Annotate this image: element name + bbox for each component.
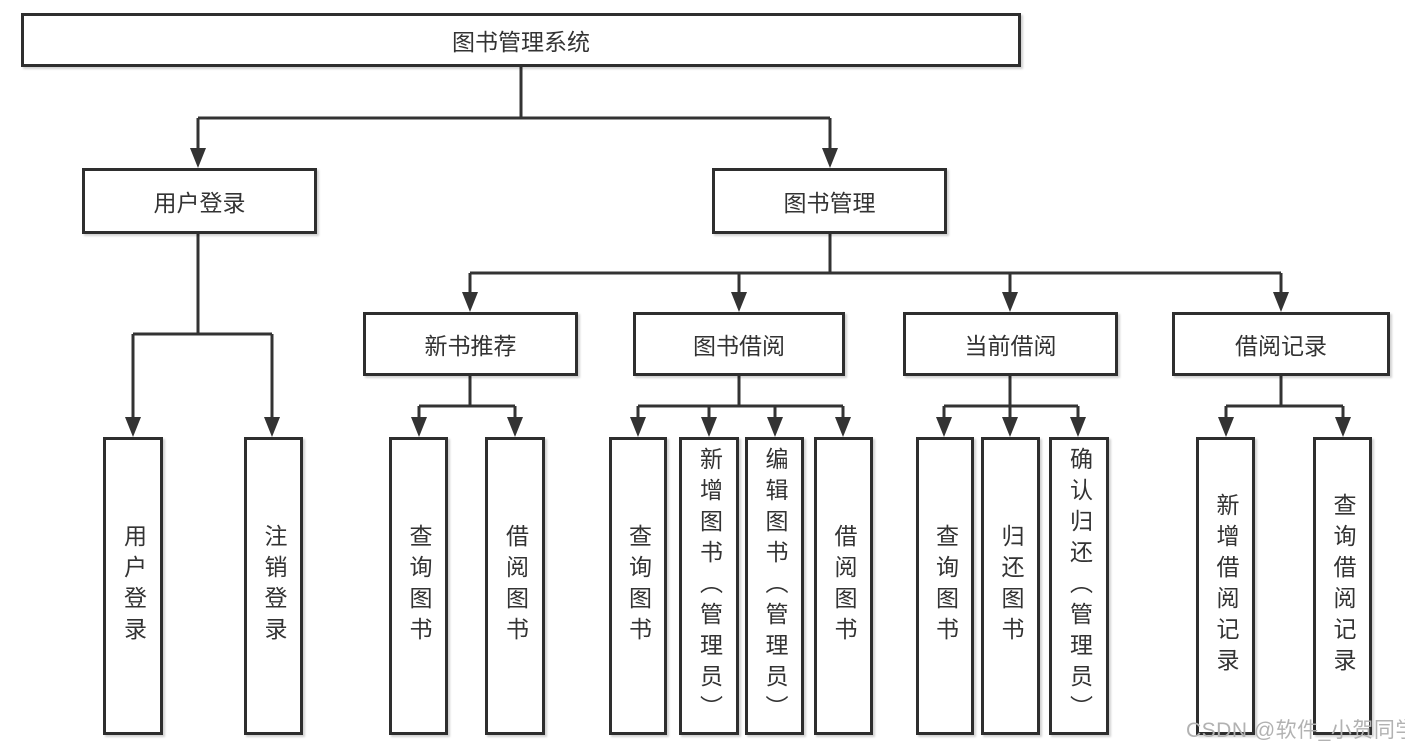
arrow-down-icon: [462, 292, 478, 312]
node-root-library-system: 图书管理系统: [21, 13, 1021, 67]
arrow-down-icon: [1273, 292, 1289, 312]
arrow-down-icon: [1070, 417, 1086, 437]
leaf-label: 查询图书: [625, 524, 652, 648]
leaf-label: 确认归还（管理员）: [1066, 446, 1093, 726]
leaf-label: 查询借阅记录: [1330, 493, 1356, 679]
arrow-down-icon: [264, 417, 280, 437]
node-label: 新书推荐: [424, 333, 517, 359]
leaf-records-query-record: 查询借阅记录: [1313, 437, 1372, 735]
leaf-label: 用户登录: [120, 524, 147, 648]
leaf-label: 借阅图书: [831, 524, 857, 648]
leaf-current-return-books: 归还图书: [981, 437, 1040, 735]
leaf-borrow-add-books-admin: 新增图书（管理员）: [679, 437, 739, 735]
arrow-down-icon: [1335, 417, 1351, 437]
leaf-borrow-query-books: 查询图书: [609, 437, 667, 735]
node-book-management: 图书管理: [712, 168, 947, 234]
leaf-label: 新增借阅记录: [1213, 493, 1239, 679]
leaf-label: 注销登录: [261, 524, 287, 648]
node-label: 当前借阅: [964, 333, 1057, 359]
arrow-down-icon: [936, 417, 952, 437]
leaf-logout: 注销登录: [244, 437, 303, 735]
arrow-down-icon: [835, 417, 851, 437]
arrow-down-icon: [731, 292, 747, 312]
arrow-down-icon: [701, 417, 717, 437]
node-label: 图书借阅: [693, 333, 785, 359]
arrow-down-icon: [767, 417, 783, 437]
leaf-label: 查询图书: [932, 524, 959, 648]
node-label: 借阅记录: [1235, 333, 1327, 359]
node-book-borrow: 图书借阅: [633, 312, 845, 376]
node-user-login: 用户登录: [82, 168, 317, 234]
leaf-label: 借阅图书: [502, 524, 529, 648]
arrowheads: [125, 148, 1351, 437]
arrow-down-icon: [507, 417, 523, 437]
leaf-recommend-borrow-books: 借阅图书: [485, 437, 545, 735]
node-label: 图书管理: [783, 190, 876, 216]
arrow-down-icon: [190, 148, 206, 168]
leaf-records-add-record: 新增借阅记录: [1196, 437, 1255, 735]
leaf-label: 编辑图书（管理员）: [762, 446, 788, 726]
node-new-book-recommend: 新书推荐: [363, 312, 578, 376]
leaf-current-query-books: 查询图书: [916, 437, 974, 735]
connector-lines: [131, 66, 1345, 420]
arrow-down-icon: [1002, 417, 1018, 437]
node-borrow-records: 借阅记录: [1172, 312, 1390, 376]
leaf-borrow-edit-books-admin: 编辑图书（管理员）: [745, 437, 804, 735]
arrow-down-icon: [411, 417, 427, 437]
leaf-label: 新增图书（管理员）: [696, 446, 723, 726]
arrow-down-icon: [125, 417, 141, 437]
node-current-borrow: 当前借阅: [903, 312, 1118, 376]
arrow-down-icon: [630, 417, 646, 437]
leaf-label: 归还图书: [998, 524, 1024, 648]
leaf-recommend-query-books: 查询图书: [389, 437, 448, 735]
leaf-user-login: 用户登录: [103, 437, 163, 735]
csdn-watermark: CSDN @软件_小贺同学: [1186, 719, 1405, 742]
leaf-label: 查询图书: [406, 524, 432, 648]
arrow-down-icon: [1002, 292, 1018, 312]
leaf-current-confirm-return-admin: 确认归还（管理员）: [1049, 437, 1109, 735]
node-label: 用户登录: [153, 190, 246, 216]
leaf-borrow-borrow-books: 借阅图书: [814, 437, 873, 735]
arrow-down-icon: [1218, 417, 1234, 437]
arrow-down-icon: [822, 148, 838, 168]
node-label: 图书管理系统: [452, 29, 590, 55]
